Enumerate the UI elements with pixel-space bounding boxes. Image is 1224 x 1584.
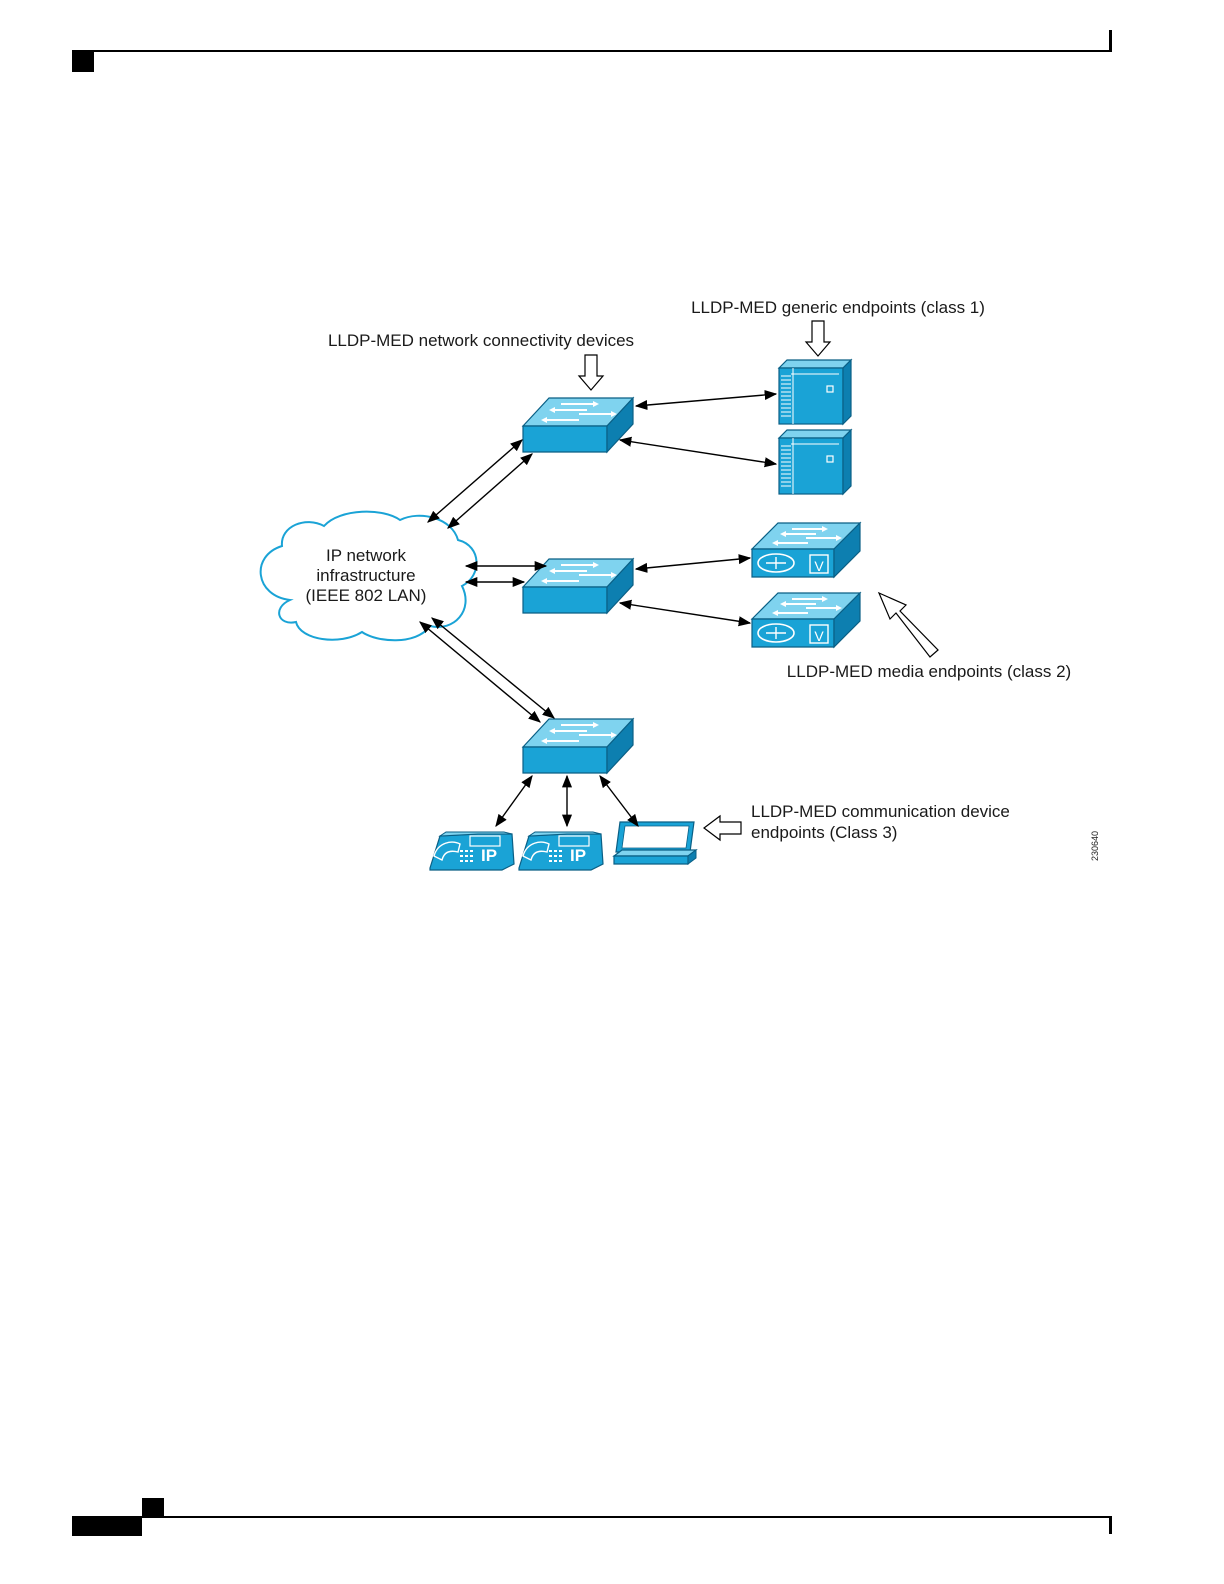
cloud-line-1: IP network (326, 546, 407, 565)
arrow-network-devices (579, 355, 603, 390)
label-comm-line-2: endpoints (Class 3) (751, 823, 897, 842)
switch-icon (523, 559, 633, 613)
cloud-line-2: infrastructure (316, 566, 415, 585)
link-switch2-media2 (620, 603, 750, 623)
ip-phone-icon (430, 832, 514, 870)
phone-badge: IP (481, 846, 497, 865)
laptop-icon (614, 822, 696, 864)
switch-icon (523, 719, 633, 773)
cloud-line-3: (IEEE 802 LAN) (306, 586, 427, 605)
media-badge: V (814, 558, 824, 574)
link-switch2-media1 (636, 558, 750, 569)
figure-id: 230640 (1090, 831, 1100, 861)
link-cloud-switch1-b (448, 454, 532, 528)
label-media-endpoints: LLDP-MED media endpoints (class 2) (787, 662, 1071, 681)
link-cloud-switch1-a (428, 440, 522, 522)
link-cloud-switch3-a (420, 622, 540, 722)
label-comm-line-1: LLDP-MED communication device (751, 802, 1010, 821)
arrow-comm-endpoints (704, 816, 741, 840)
switch-icon (523, 398, 633, 452)
media-badge: V (814, 628, 824, 644)
link-switch1-server1 (636, 394, 776, 406)
link-switch3-laptop (600, 776, 638, 826)
media-gateway-icon (752, 523, 860, 577)
phone-badge: IP (570, 846, 586, 865)
link-switch1-server2 (620, 440, 776, 464)
server-icon (779, 360, 851, 424)
arrow-generic-endpoints (806, 321, 830, 356)
label-network-devices: LLDP-MED network connectivity devices (328, 331, 634, 350)
link-cloud-switch3-b (432, 618, 554, 718)
arrow-media-endpoints (879, 593, 938, 657)
label-generic-endpoints: LLDP-MED generic endpoints (class 1) (691, 298, 985, 317)
server-icon (779, 430, 851, 494)
link-switch3-phone1 (496, 776, 532, 826)
media-gateway-icon (752, 593, 860, 647)
ip-phone-icon (519, 832, 603, 870)
